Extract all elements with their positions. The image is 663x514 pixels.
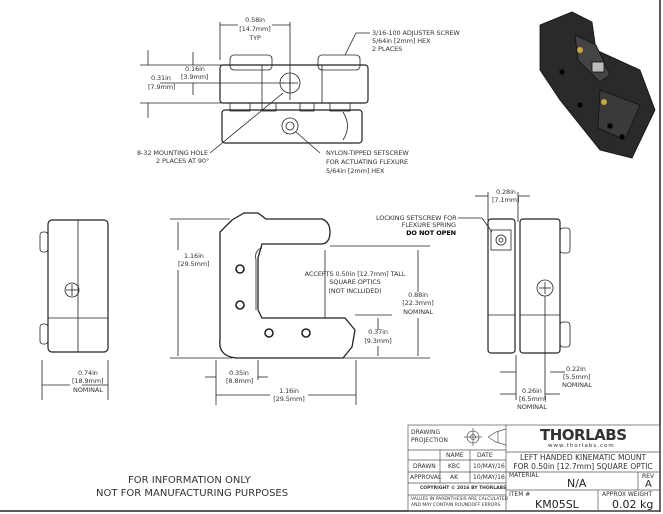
values-note-2: AND MAY CONTAIN ROUNDOFF ERRORS xyxy=(411,503,501,508)
hole-offset-dim-mm: [3.9mm] xyxy=(181,73,209,81)
top-height-dim-mm: [7.9mm] xyxy=(148,83,176,91)
item-label: ITEM # xyxy=(509,491,531,498)
side-dim-b-mm: [6.5mm] xyxy=(519,395,547,403)
lower-dim-mm: [9.3mm] xyxy=(364,337,392,345)
projection-label-2: PROJECTION xyxy=(411,437,448,444)
optic-note-1: ACCEPTS 0.50in [12.7mm] TALL xyxy=(304,270,406,278)
top-view xyxy=(140,22,370,154)
website: www.thorlabs.com xyxy=(548,443,615,449)
material-label: MATERIAL xyxy=(509,472,539,479)
optic-note-3: (NOT INCLUDED) xyxy=(328,287,382,295)
adjuster-screw-label-2: 5/64in [2mm] HEX xyxy=(372,37,431,45)
name-header: NAME xyxy=(446,452,464,459)
approval-label: APPROVAL xyxy=(410,474,442,481)
drawing-title-2: FOR 0.50in [12.7mm] SQUARE OPTIC xyxy=(513,462,653,471)
side-dim-a-in: 0.22in xyxy=(566,365,586,373)
opening-dim-note: NOMINAL xyxy=(403,308,433,316)
top-width-dim-note: TYP xyxy=(249,34,261,42)
title-block-grid xyxy=(407,424,661,512)
top-height-dim-in: 0.31in xyxy=(151,74,171,82)
left-offset-dim-in: 0.35in xyxy=(229,369,249,377)
mounting-hole-label-2: 2 PLACES AT 90° xyxy=(156,157,210,165)
lower-dim-in: 0.37in xyxy=(368,328,388,336)
left-depth-dim-mm: [18.9mm] xyxy=(72,377,104,385)
top-width-dim-mm: [14.7mm] xyxy=(239,25,271,33)
top-width-dim-in: 0.58in xyxy=(245,16,265,24)
front-height-dim-mm: [29.5mm] xyxy=(178,260,210,268)
projection-label-1: DRAWING xyxy=(411,429,441,436)
left-depth-dim-in: 0.74in xyxy=(78,369,98,377)
weight-label: APPROX WEIGHT xyxy=(602,491,653,498)
left-depth-dim-note: NOMINAL xyxy=(73,386,103,394)
left-offset-dim-mm: [8.8mm] xyxy=(226,377,254,385)
setscrew-label-1: NYLON-TIPPED SETSCREW xyxy=(326,149,409,157)
optic-note-2: SQUARE OPTICS xyxy=(329,278,381,286)
side-dim-a-note: NOMINAL xyxy=(562,381,592,389)
drawing-title-1: LEFT HANDED KINEMATIC MOUNT xyxy=(519,453,647,462)
adjuster-screw-label-3: 2 PLACES xyxy=(372,45,403,53)
side-dim-b-note: NOMINAL xyxy=(517,403,547,411)
side-dim-b-in: 0.26in xyxy=(522,387,542,395)
front-width-dim-in: 1.16in xyxy=(279,387,299,395)
approval-date: 10/MAY/16 xyxy=(473,474,505,481)
locking-note-1: LOCKING SETSCREW FOR xyxy=(376,214,457,222)
copyright: COPYRIGHT © 2016 BY THORLABS xyxy=(420,486,507,491)
thorlabs-logo: THORLABS xyxy=(540,426,627,444)
side-view xyxy=(458,192,571,400)
disclaimer-line-1: FOR INFORMATION ONLY xyxy=(128,475,251,486)
rev-value: A xyxy=(645,479,652,490)
setscrew-label-2: FOR ACTUATING FLEXURE xyxy=(326,158,409,166)
locking-note-warning: DO NOT OPEN xyxy=(406,229,456,237)
drawn-date: 10/MAY/16 xyxy=(473,463,505,470)
material-value: N/A xyxy=(567,477,587,490)
front-height-dim-in: 1.16in xyxy=(184,252,204,260)
opening-dim-mm: [22.3mm] xyxy=(402,299,434,307)
drawn-name: KBC xyxy=(448,463,461,470)
weight-value: 0.02 kg xyxy=(612,498,654,511)
front-view xyxy=(170,212,430,405)
drawn-label: DRAWN xyxy=(413,463,436,470)
isometric-render xyxy=(539,11,656,159)
date-header: DATE xyxy=(477,452,493,459)
front-width-dim-mm: [29.5mm] xyxy=(273,395,305,403)
side-dim-a-mm: [5.5mm] xyxy=(563,373,591,381)
setscrew-label-3: 5/64in [2mm] HEX xyxy=(326,167,385,175)
item-number: KM05SL xyxy=(535,498,579,511)
hole-offset-dim-in: 0.16in xyxy=(185,65,205,73)
adjuster-screw-label-1: 3/16-100 ADJUSTER SCREW xyxy=(372,29,460,37)
side-width-dim-in: 0.28in xyxy=(496,188,516,196)
values-note-1: VALUES IN PARENTHESIS ARE CALCULATED xyxy=(411,497,509,502)
mounting-hole-label-1: 8-32 MOUNTING HOLE xyxy=(137,149,208,157)
opening-dim-in: 0.88in xyxy=(408,291,428,299)
approval-name: AK xyxy=(450,474,459,481)
locking-note-2: FLEXURE SPRING xyxy=(401,221,456,229)
left-view xyxy=(39,219,109,400)
rev-label: REV xyxy=(642,473,655,480)
side-width-dim-mm: [7.1mm] xyxy=(492,196,520,204)
disclaimer-line-2: NOT FOR MANUFACTURING PURPOSES xyxy=(96,488,289,499)
